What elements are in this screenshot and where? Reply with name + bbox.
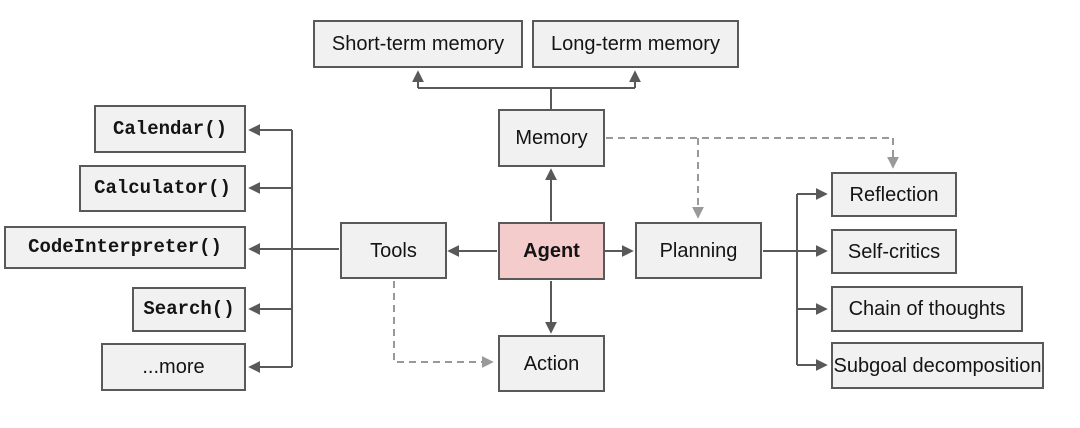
tools-label: Tools [370,239,417,262]
node-search: Search() [132,287,246,332]
short-term-memory-label: Short-term memory [331,33,505,55]
node-short-term-memory: Short-term memory [313,20,523,68]
node-more: ...more [101,343,246,391]
planning-label: Planning [659,239,738,262]
node-calendar: Calendar() [94,105,246,153]
calendar-label: Calendar() [112,117,228,140]
self-critics-label: Self-critics [847,240,941,263]
node-code-interpreter: CodeInterpreter() [4,226,246,269]
search-label: Search() [143,298,235,320]
node-calculator: Calculator() [79,165,246,212]
node-planning: Planning [635,222,762,279]
reflection-label: Reflection [849,183,939,206]
calculator-label: Calculator() [94,177,231,199]
long-term-memory-label: Long-term memory [551,33,720,55]
edge-tools-to-action-dashed [393,281,494,368]
node-chain-of-thoughts: Chain of thoughts [831,286,1023,332]
action-label: Action [523,352,580,375]
code-interpreter-label: CodeInterpreter() [28,236,222,258]
node-agent: Agent [498,222,605,280]
more-label: ...more [142,356,205,378]
chain-of-thoughts-label: Chain of thoughts [848,298,1006,320]
node-tools: Tools [340,222,447,279]
memory-label: Memory [515,127,588,149]
agent-label: Agent [523,240,580,262]
node-self-critics: Self-critics [831,229,957,274]
subgoal-decomposition-label: Subgoal decomposition [833,354,1042,377]
node-action: Action [498,335,605,392]
node-long-term-memory: Long-term memory [532,20,739,68]
node-reflection: Reflection [831,172,957,217]
node-subgoal-decomposition: Subgoal decomposition [831,342,1044,389]
node-memory: Memory [498,109,605,167]
